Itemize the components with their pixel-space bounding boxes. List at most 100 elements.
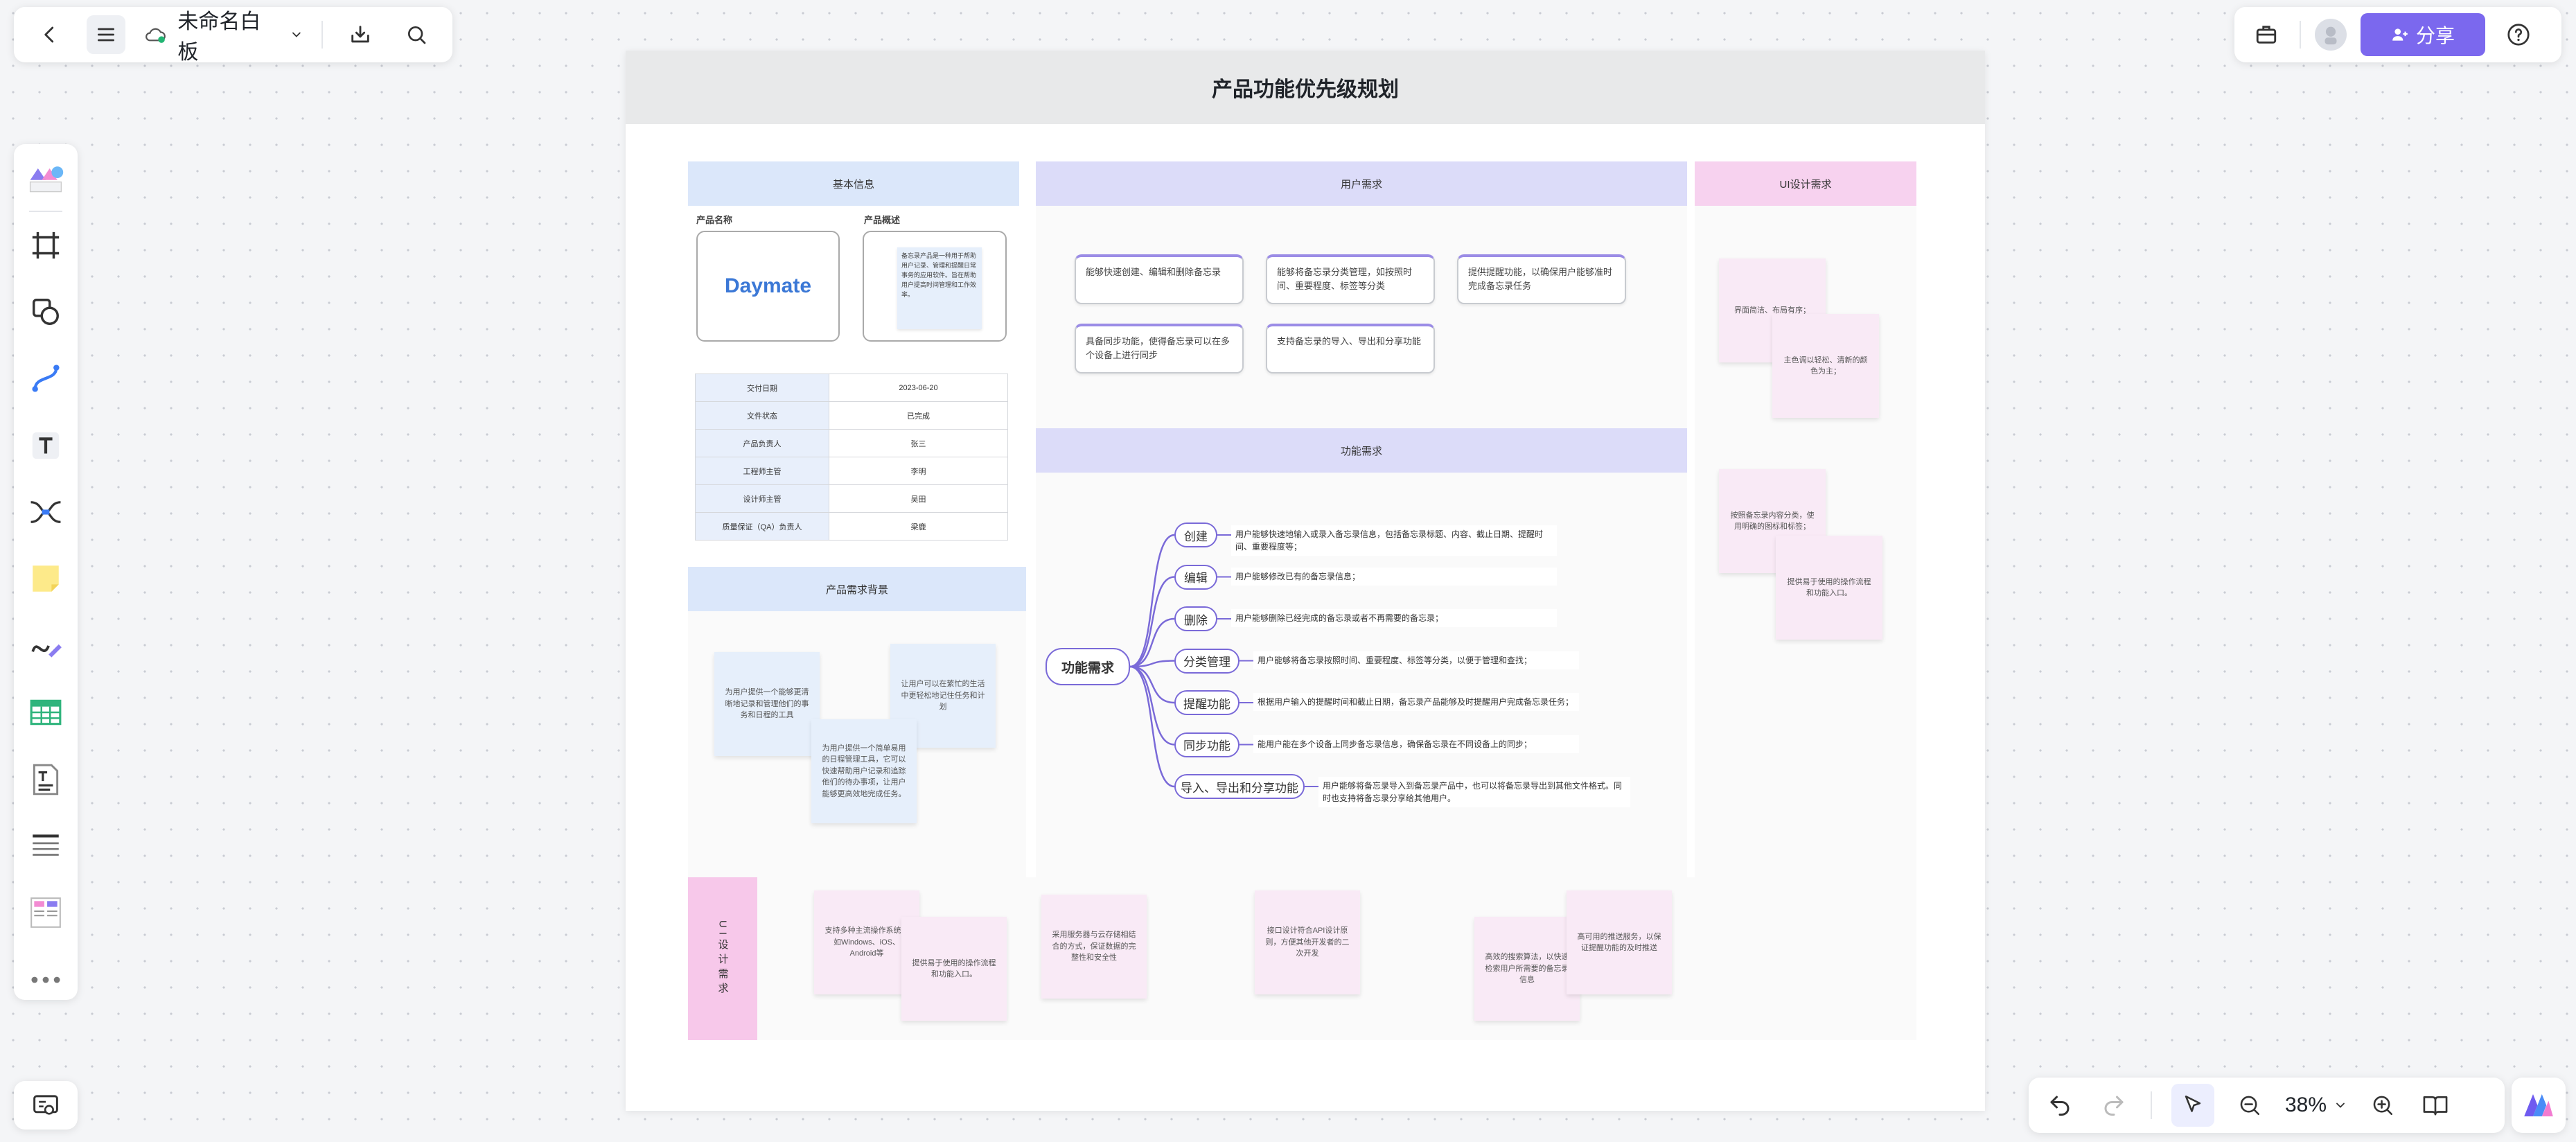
kanban-tool[interactable] bbox=[25, 893, 67, 933]
chevron-down-icon bbox=[292, 32, 301, 37]
frame-tool[interactable] bbox=[25, 225, 67, 265]
info-table-value: 吴田 bbox=[829, 484, 1008, 513]
avatar[interactable] bbox=[2315, 19, 2347, 51]
table-tool[interactable] bbox=[25, 692, 67, 732]
zoom-in-icon bbox=[2373, 1096, 2393, 1116]
sticky-note-icon bbox=[33, 565, 59, 592]
book-button[interactable] bbox=[2418, 1088, 2453, 1123]
redo-button[interactable] bbox=[2097, 1088, 2131, 1123]
toolbar-divider bbox=[29, 211, 62, 213]
toolbox-icon bbox=[2256, 26, 2277, 44]
user-need-card-4[interactable]: 具备同步功能，使得备忘录可以在多个设备上进行同步 bbox=[1075, 324, 1244, 374]
board-frame[interactable]: 产品功能优先级规划 基本信息 产品名称 产品概述 Daymate 备忘录产品是一… bbox=[626, 51, 1985, 1111]
tech-note-5[interactable]: 高效的搜索算法，以快速检索用户所需要的备忘录信息 bbox=[1474, 917, 1580, 1021]
add-user-icon bbox=[2392, 28, 2408, 41]
background-header: 产品需求背景 bbox=[688, 567, 1026, 611]
help-icon bbox=[2507, 24, 2530, 46]
document-title[interactable]: 未命名白板 bbox=[143, 4, 303, 65]
ai-logo-icon bbox=[2524, 1094, 2553, 1116]
zoom-level: 38% bbox=[2285, 1093, 2327, 1116]
mindmap-node[interactable]: 删除 bbox=[1174, 606, 1217, 631]
search-button[interactable] bbox=[398, 15, 436, 54]
document-tool[interactable] bbox=[25, 759, 67, 799]
shape-icon bbox=[33, 298, 59, 325]
more-tools-button[interactable] bbox=[25, 960, 67, 1000]
list-icon bbox=[33, 834, 59, 856]
toolbar-divider bbox=[2151, 1091, 2152, 1119]
table-icon bbox=[30, 700, 62, 726]
overview-label: 产品概述 bbox=[864, 215, 901, 225]
basic-info-header: 基本信息 bbox=[688, 161, 1019, 206]
user-need-card-1[interactable]: 能够快速创建、编辑和删除备忘录 bbox=[1075, 254, 1244, 304]
bottom-right-toolbar: 38% bbox=[2029, 1078, 2505, 1133]
mindmap-node-description: 用户能够删除已经完成的备忘录或者不再需要的备忘录； bbox=[1231, 609, 1557, 627]
chevron-down-icon bbox=[2336, 1103, 2345, 1108]
document-title-text: 未命名白板 bbox=[177, 10, 261, 64]
info-table-key: 文件状态 bbox=[695, 401, 829, 430]
frame-icon bbox=[32, 231, 60, 258]
mindmap-connector bbox=[1129, 665, 1175, 704]
zoom-in-button[interactable] bbox=[2367, 1089, 2399, 1121]
user-avatar-icon bbox=[2324, 26, 2337, 45]
mindmap-node-description: 能用户能在多个设备上同步备忘录信息，确保备忘录在不同设备上的同步； bbox=[1253, 735, 1579, 753]
zoom-out-button[interactable] bbox=[2234, 1089, 2266, 1121]
list-tool[interactable] bbox=[25, 826, 67, 866]
mindmap-node[interactable]: 创建 bbox=[1174, 522, 1217, 547]
background-note-2[interactable]: 为用户提供一个简单易用的日程管理工具，它可以快速帮助用户记录和追踪他们的待办事项… bbox=[811, 719, 917, 823]
board-title: 产品功能优先级规划 bbox=[626, 51, 1985, 124]
info-table-key: 质量保证（QA）负责人 bbox=[695, 512, 829, 541]
search-icon bbox=[408, 26, 426, 44]
share-button[interactable]: 分享 bbox=[2361, 13, 2485, 56]
mindmap-tool[interactable] bbox=[25, 492, 67, 532]
select-tool-button[interactable] bbox=[2171, 1084, 2214, 1127]
book-icon bbox=[2423, 1096, 2448, 1116]
ai-assistant-button[interactable] bbox=[2512, 1078, 2566, 1133]
minimap-icon bbox=[33, 1095, 58, 1115]
mindmap-node[interactable]: 导入、导出和分享功能 bbox=[1174, 774, 1305, 799]
undo-button[interactable] bbox=[2043, 1088, 2077, 1123]
help-button[interactable] bbox=[2499, 15, 2538, 54]
cloud-synced-icon bbox=[145, 28, 166, 43]
product-name-label: 产品名称 bbox=[696, 215, 733, 225]
ui-need-note-4[interactable]: 提供易于使用的操作流程和功能入口。 bbox=[1776, 536, 1882, 640]
text-tool[interactable] bbox=[25, 425, 67, 466]
mindmap-icon bbox=[30, 501, 61, 523]
info-table-row: 工程师主管李明 bbox=[695, 457, 1008, 485]
minimap-button[interactable] bbox=[14, 1081, 78, 1130]
back-button[interactable] bbox=[30, 15, 69, 54]
connector-tool[interactable] bbox=[25, 358, 67, 398]
tech-note-3[interactable]: 采用服务器与云存储相结合的方式，保证数据的完整性和安全性 bbox=[1041, 895, 1147, 999]
tech-note-6[interactable]: 高可用的推送服务，以保证提醒功能的及时推送 bbox=[1567, 890, 1672, 994]
zoom-level-dropdown[interactable]: 38% bbox=[2285, 1093, 2347, 1117]
tech-note-4[interactable]: 接口设计符合API设计原则，方便其他开发者的二次开发 bbox=[1255, 890, 1360, 994]
product-name-value: Daymate bbox=[696, 231, 840, 342]
info-table-value: 梁鹿 bbox=[829, 512, 1008, 541]
shape-tool[interactable] bbox=[25, 292, 67, 332]
top-right-toolbar: 分享 bbox=[2234, 7, 2561, 62]
tech-header-text: UI设计需求 bbox=[716, 920, 729, 997]
overview-sticky: 备忘录产品是一种用于帮助用户记录、管理和提醒日常事务的应用软件。旨在帮助用户提高… bbox=[897, 247, 982, 329]
background-note-1[interactable]: 为用户提供一个能够更清晰地记录和管理他们的事务和日程的工具 bbox=[714, 652, 820, 756]
info-table-key: 工程师主管 bbox=[695, 457, 829, 485]
download-button[interactable] bbox=[341, 15, 379, 54]
menu-button[interactable] bbox=[87, 15, 125, 54]
mindmap-node[interactable]: 提醒功能 bbox=[1174, 690, 1240, 715]
pen-tool[interactable] bbox=[25, 626, 67, 666]
zoom-out-icon bbox=[2240, 1096, 2260, 1116]
user-need-card-3[interactable]: 提供提醒功能，以确保用户能够准时完成备忘录任务 bbox=[1457, 254, 1626, 304]
mindmap-root[interactable]: 功能需求 bbox=[1046, 648, 1130, 685]
mindmap-node[interactable]: 分类管理 bbox=[1174, 648, 1240, 674]
mindmap-node[interactable]: 编辑 bbox=[1174, 564, 1217, 590]
mindmap-node-description: 用户能够将备忘录按照时间、重要程度、标签等分类，以便于管理和查找； bbox=[1253, 651, 1579, 669]
toolbox-button[interactable] bbox=[2247, 15, 2286, 54]
template-tool[interactable] bbox=[25, 158, 67, 198]
user-need-card-5[interactable]: 支持备忘录的导入、导出和分享功能 bbox=[1266, 324, 1435, 374]
tech-note-2[interactable]: 提供易于使用的操作流程和功能入口。 bbox=[901, 917, 1007, 1021]
info-table-row: 设计师主管吴田 bbox=[695, 484, 1008, 513]
mindmap-connector bbox=[1129, 660, 1175, 668]
user-need-card-2[interactable]: 能够将备忘录分类管理，如按照时间、重要程度、标签等分类 bbox=[1266, 254, 1435, 304]
mindmap-node[interactable]: 同步功能 bbox=[1174, 732, 1240, 757]
connector-icon bbox=[32, 364, 60, 392]
ui-need-note-2[interactable]: 主色调以轻松、清新的颜色为主； bbox=[1772, 314, 1879, 418]
sticky-note-tool[interactable] bbox=[25, 559, 67, 599]
